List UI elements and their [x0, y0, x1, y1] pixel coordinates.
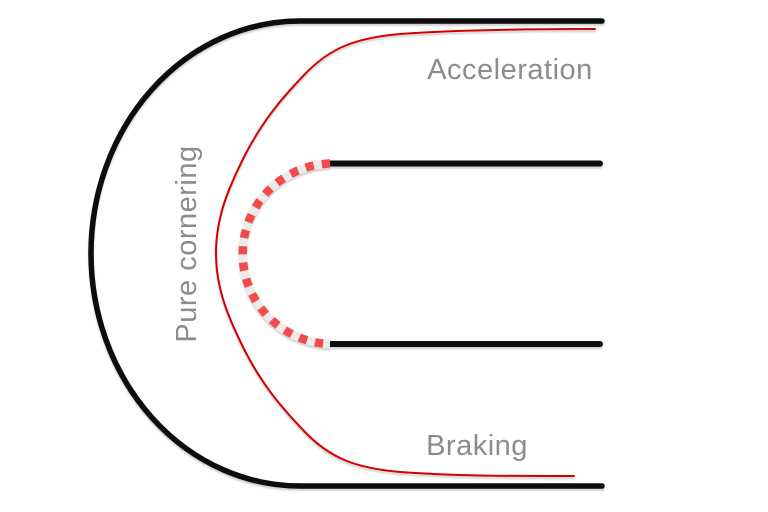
- racing-line: [214, 28, 596, 477]
- outer-track-boundary: [88, 18, 605, 489]
- braking-label: Braking: [426, 430, 528, 462]
- pure-cornering-label: Pure cornering: [171, 145, 203, 342]
- apex-curb-base: [238, 159, 331, 349]
- apex-curb-dashes: [238, 159, 331, 349]
- acceleration-label: Acceleration: [427, 54, 593, 86]
